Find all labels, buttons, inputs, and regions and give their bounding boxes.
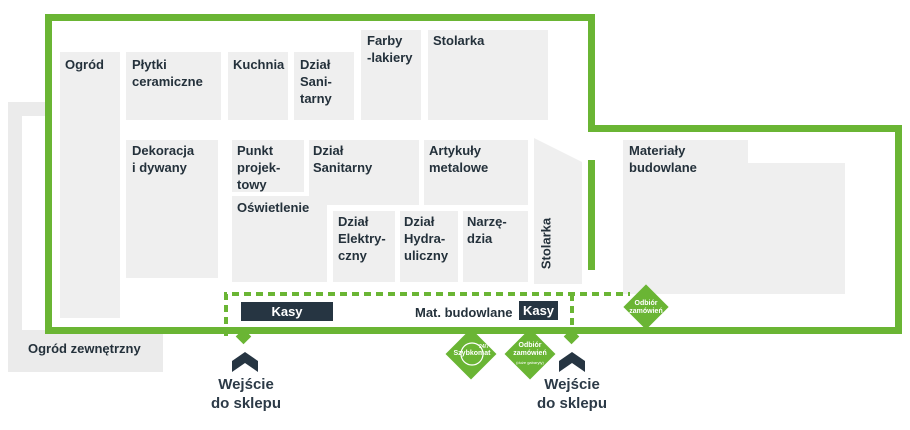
dept-sanitarny-top-label: Dział Sani- tarny xyxy=(300,57,332,106)
clock-icon xyxy=(460,342,484,366)
dept-plytki xyxy=(126,52,221,120)
checkout-kasy-main: Kasy xyxy=(241,302,333,321)
dept-stolarka-top xyxy=(428,30,548,120)
dept-materialy-ext xyxy=(748,163,845,294)
hall-connection-gap-fill xyxy=(588,270,595,327)
dept-dekoracja-label: Dekoracja i dywany xyxy=(132,143,195,175)
dept-stolarka-top-label: Stolarka xyxy=(433,33,485,48)
dept-plytki-label: Płytki ceramiczne xyxy=(132,57,203,89)
dept-materialy-label: Materiały budowlane xyxy=(629,143,697,175)
dept-artykuly xyxy=(424,140,528,205)
arrow-up-icon xyxy=(232,352,258,372)
dept-kuchnia xyxy=(228,52,288,120)
dept-artykuly-label: Artykuły metalowe xyxy=(429,143,489,175)
dept-elektryczny-label: Dział Elektry- czny xyxy=(338,214,386,263)
dept-sanitarny-mid-label: Dział Sanitarny xyxy=(313,143,373,175)
dept-ogrod xyxy=(60,52,120,318)
dept-stolarka-side xyxy=(534,138,582,284)
checkout-kasy-materials: Kasy xyxy=(519,301,558,320)
dept-dekoracja xyxy=(126,140,218,278)
dept-sanitarny-mid xyxy=(309,140,419,205)
dept-kuchnia-label: Kuchnia xyxy=(233,57,285,72)
entrance-left-label: Wejście do sklepu xyxy=(210,376,281,412)
outdoor-garden-label-bg xyxy=(22,330,150,360)
dept-hydrauliczny xyxy=(400,211,458,282)
outdoor-garden-label: Ogród zewnętrzny xyxy=(28,341,141,356)
dept-ogrod-label: Ogród xyxy=(65,57,104,72)
dept-oswietlenie xyxy=(232,196,327,282)
dept-elektryczny xyxy=(333,211,395,282)
dept-oswietlenie-label: Oświetlenie xyxy=(237,200,310,215)
large-order-pickup-label: Odbiór zamówień xyxy=(513,342,547,357)
szybkomat-label: Szybkomat xyxy=(453,350,491,357)
dept-punkt xyxy=(232,140,304,192)
mat-budowlane-label: Mat. budowlane xyxy=(415,305,513,320)
dept-farby-label: Farby -lakiery xyxy=(367,33,413,65)
dept-narzedzia-label: Narzę- dzia xyxy=(467,214,507,246)
dept-hydrauliczny-label: Dział Hydra- uliczny xyxy=(404,214,449,263)
order-pickup-label: Odbiór zamówień xyxy=(629,300,663,315)
hall-connection-stub xyxy=(588,160,595,270)
dept-materialy xyxy=(623,140,748,294)
szybkomat-hours: 24/7 xyxy=(479,344,489,350)
dept-farby xyxy=(361,30,421,120)
arrow-up-icon xyxy=(559,352,585,372)
dept-narzedzia xyxy=(463,211,528,282)
large-order-pickup-sub: (duże gabaryty) xyxy=(516,360,544,365)
dept-punkt-label: Punkt projek- towy xyxy=(237,143,281,192)
dept-sanitarny-top xyxy=(294,52,354,120)
entrance-right-label: Wejście do sklepu xyxy=(536,376,607,412)
